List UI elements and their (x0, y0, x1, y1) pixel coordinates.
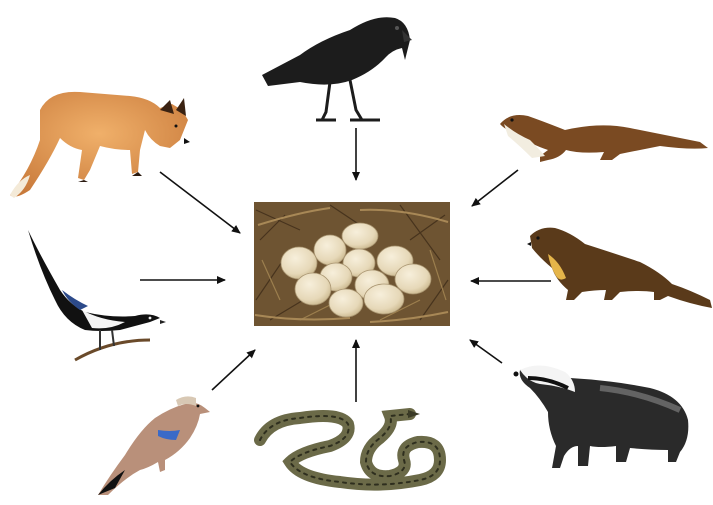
snake-illustration (260, 410, 440, 485)
weasel-illustration (500, 115, 708, 162)
nest-with-eggs (254, 202, 450, 326)
badger-illustration (514, 365, 689, 468)
egg (342, 223, 378, 249)
marten-illustration (527, 228, 712, 308)
egg (295, 273, 331, 305)
jay-illustration (98, 396, 210, 495)
egg (364, 284, 404, 314)
arrow-jay (212, 350, 255, 390)
egg (329, 289, 363, 317)
arrow-weasel (472, 170, 518, 206)
arrow-badger (470, 340, 502, 363)
egg (314, 235, 346, 265)
arrow-fox (160, 172, 240, 233)
magpie-illustration (28, 230, 166, 360)
crow-illustration (262, 17, 412, 120)
fox-illustration (10, 92, 190, 198)
egg (395, 264, 431, 294)
